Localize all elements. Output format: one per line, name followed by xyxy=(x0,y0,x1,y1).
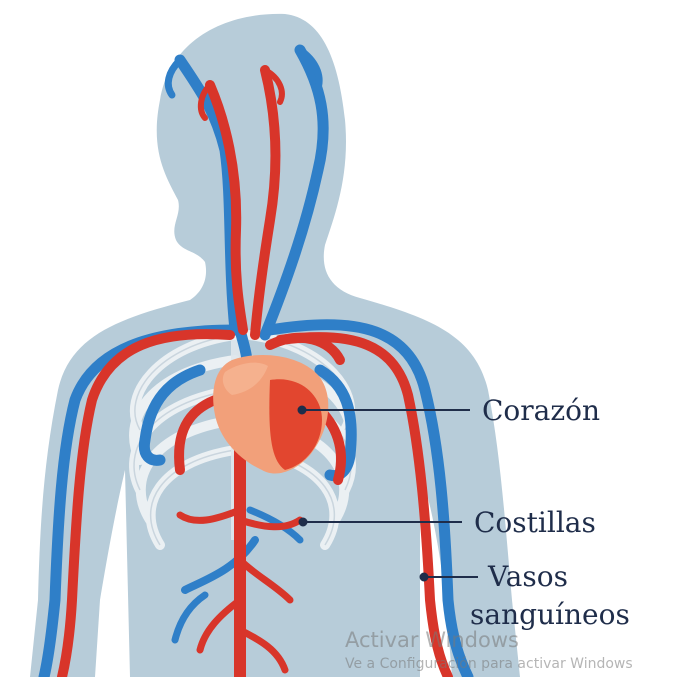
watermark-title: Activar Windows xyxy=(345,628,519,652)
label-ribs: Costillas xyxy=(474,506,596,540)
label-vessels-line2: sanguíneos xyxy=(470,598,630,632)
label-vessels-line1: Vasos xyxy=(488,560,568,594)
label-heart: Corazón xyxy=(482,394,600,428)
watermark-subtitle: Ve a Configuración para activar Windows xyxy=(345,656,685,672)
